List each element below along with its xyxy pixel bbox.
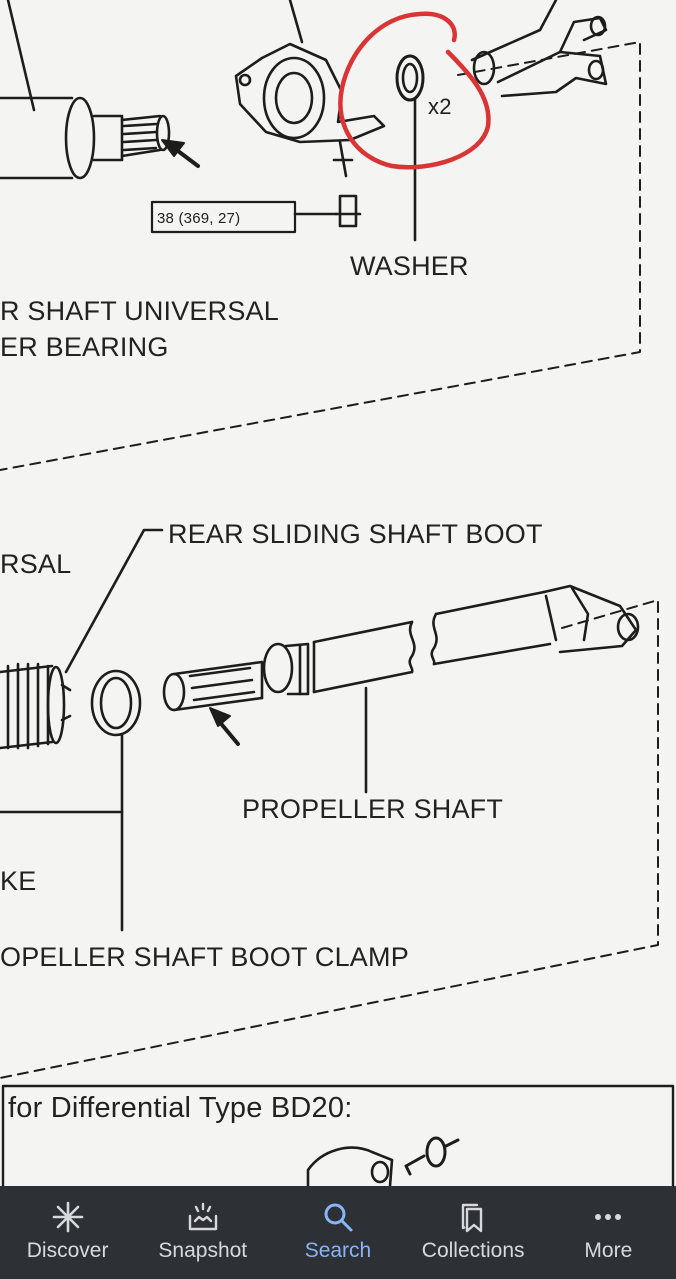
dashed-outline-top bbox=[0, 41, 641, 471]
nav-more-label: More bbox=[584, 1239, 633, 1262]
parts-diagram: 38 (369, 27) x2 WASHER R SHAFT UNIVERSAL… bbox=[0, 0, 675, 1186]
torque-spec-box bbox=[150, 200, 297, 234]
asterisk-icon bbox=[52, 1201, 83, 1233]
bearing-label-line1: R SHAFT UNIVERSAL bbox=[0, 296, 279, 326]
flange-yoke bbox=[470, 0, 608, 98]
bearing-label-line2: ER BEARING bbox=[0, 332, 169, 362]
torque-spec-text: 38 (369, 27) bbox=[157, 210, 240, 227]
propeller-shaft-label: PROPELLER SHAFT bbox=[242, 794, 503, 824]
washer-label: WASHER bbox=[350, 251, 469, 281]
universal-label: RSAL bbox=[0, 549, 71, 579]
nav-more[interactable]: More bbox=[543, 1186, 673, 1263]
nav-collections[interactable]: Collections bbox=[408, 1186, 538, 1263]
bookmarks-icon bbox=[461, 1203, 483, 1233]
nav-discover[interactable]: Discover bbox=[3, 1186, 133, 1263]
differential-note: for Differential Type BD20: bbox=[8, 1092, 352, 1124]
rear-sliding-shaft-boot bbox=[0, 662, 72, 750]
differential-note-box bbox=[1, 1084, 675, 1186]
washer-quantity: x2 bbox=[428, 94, 452, 119]
boot-leader-line bbox=[64, 528, 164, 674]
annotation-circle bbox=[338, 11, 491, 170]
nav-search-label: Search bbox=[304, 1239, 372, 1262]
bottom-navigation-bar: Discover Snapshot Search Collections Mor… bbox=[0, 1186, 676, 1279]
search-icon bbox=[324, 1203, 353, 1232]
more-dots-icon bbox=[595, 1214, 622, 1220]
nav-collections-label: Collections bbox=[421, 1239, 525, 1262]
boot-clamp bbox=[0, 669, 142, 932]
nav-discover-label: Discover bbox=[26, 1239, 109, 1262]
yoke-label: KE bbox=[0, 866, 36, 896]
nav-snapshot-label: Snapshot bbox=[158, 1239, 248, 1262]
boot-clamp-label: OPELLER SHAFT BOOT CLAMP bbox=[0, 942, 409, 972]
bolt bbox=[293, 194, 362, 228]
differential-sketch bbox=[306, 1136, 460, 1186]
intermediate-shaft bbox=[0, 0, 171, 180]
propeller-shaft bbox=[162, 584, 640, 794]
snapshot-icon bbox=[188, 1202, 217, 1231]
nav-search[interactable]: Search bbox=[273, 1186, 403, 1263]
nav-snapshot[interactable]: Snapshot bbox=[138, 1186, 268, 1263]
dashed-outline-middle bbox=[0, 599, 659, 1079]
washer-part bbox=[395, 54, 425, 242]
center-bearing bbox=[234, 0, 386, 178]
boot-label: REAR SLIDING SHAFT BOOT bbox=[168, 519, 543, 549]
